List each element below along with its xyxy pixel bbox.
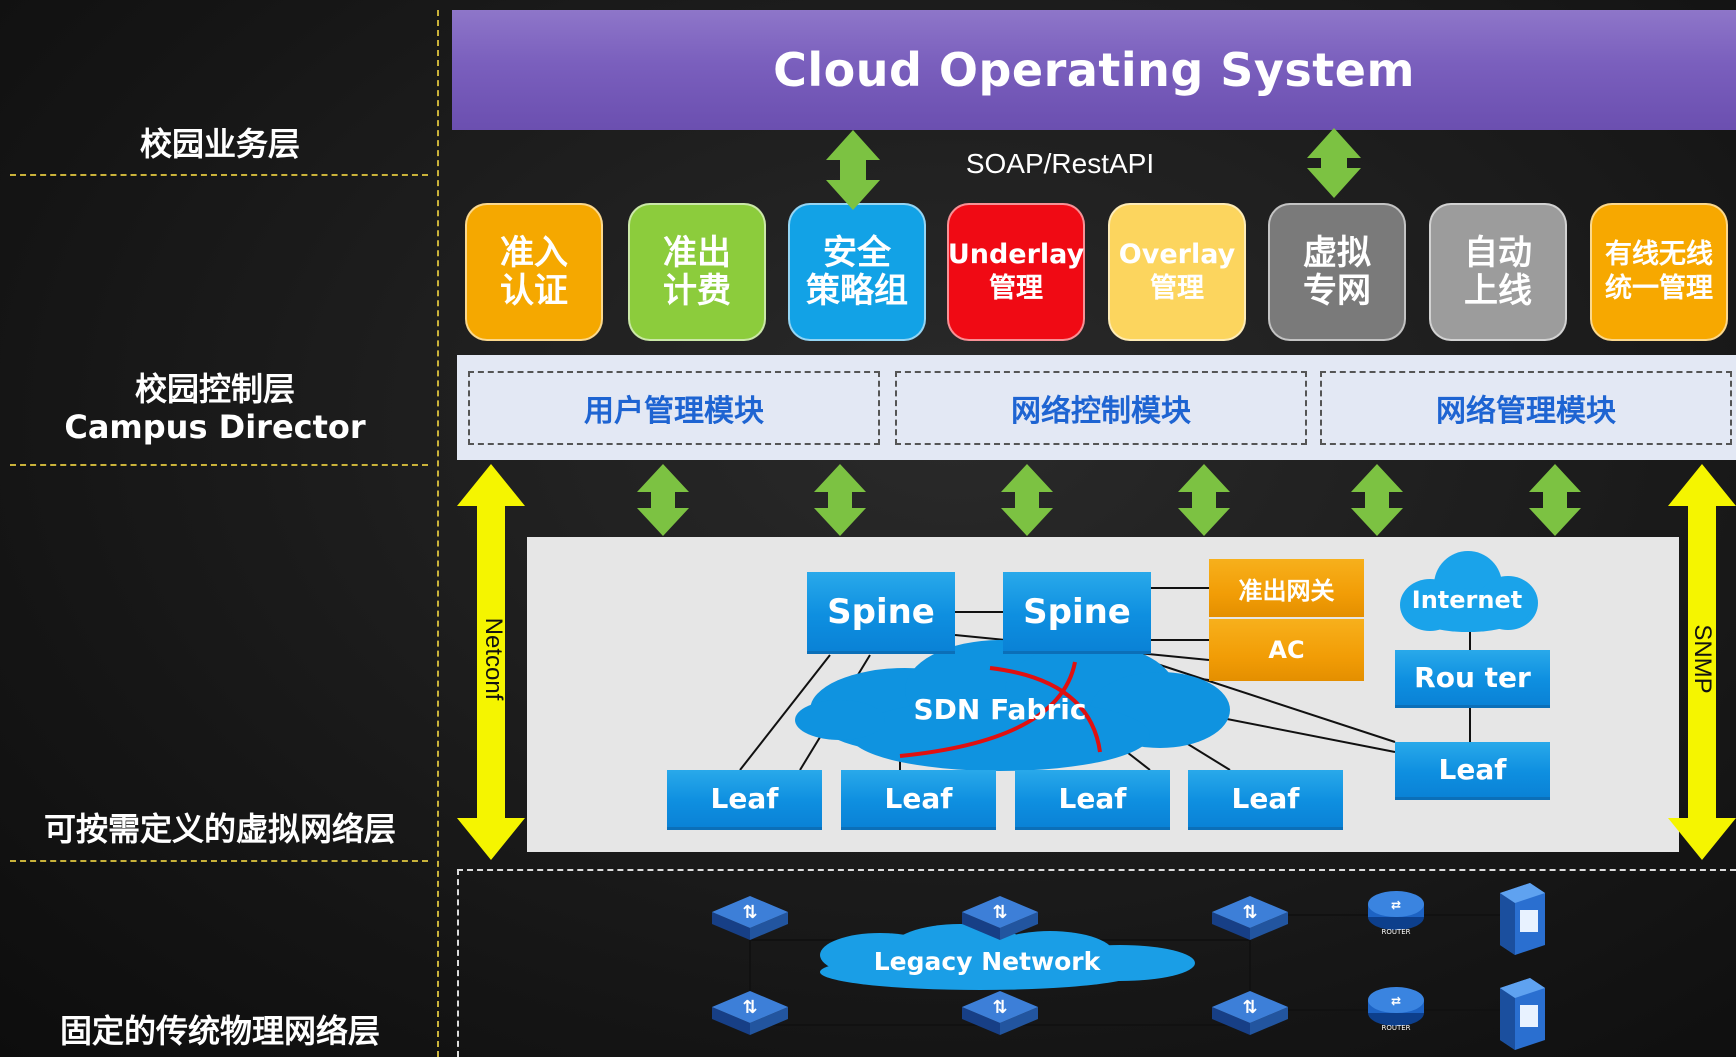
legacy-network-area	[457, 869, 1736, 1057]
legacy-server-bottom	[1500, 978, 1545, 1050]
spine-node-1: Spine	[807, 572, 955, 654]
router-node: Rou ter	[1395, 650, 1550, 708]
module-tile-1: 准入 认证	[465, 203, 603, 341]
snmp-label: SNMP	[1689, 624, 1716, 694]
module-tile-4: Underlay 管理	[947, 203, 1085, 341]
netconf-label: Netconf	[480, 617, 507, 701]
module-tile-5: Overlay 管理	[1108, 203, 1246, 341]
internet-cloud	[1400, 551, 1538, 632]
svg-text:⇄: ⇄	[1391, 898, 1401, 912]
module-tile-2: 准出 计费	[628, 203, 766, 341]
module-tile-6: 虚拟 专网	[1268, 203, 1406, 341]
cloud-os-title: Cloud Operating System	[773, 43, 1415, 97]
legacy-switches: ⇅ ⇅ ⇅ ⇅ ⇅ ⇅	[712, 896, 1288, 1035]
api-arrow-left	[826, 130, 880, 210]
legacy-switch-2: ⇅	[962, 896, 1038, 940]
snmp-arrow	[1668, 464, 1736, 860]
legacy-switch-1: ⇅	[712, 896, 788, 940]
module-tile-3: 安全 策略组	[788, 203, 926, 341]
legacy-server-top	[1500, 883, 1545, 955]
control-module-network-management: 网络管理模块	[1320, 371, 1732, 445]
layer-label-business: 校园业务层	[139, 125, 300, 163]
spine-node-2: Spine	[1003, 572, 1151, 654]
leaf-node-3: Leaf	[1015, 770, 1170, 830]
layer-label-control-en: Campus Director	[64, 408, 366, 446]
leaf-node-4: Leaf	[1188, 770, 1343, 830]
router-caption-bottom: ROUTER	[1381, 1024, 1410, 1032]
legacy-router-top: ⇄ ROUTER	[1368, 891, 1424, 936]
sdn-fabric-overlay	[899, 661, 1102, 758]
egress-gateway: 准出网关	[1209, 559, 1364, 617]
router-caption-top: ROUTER	[1381, 928, 1410, 936]
legacy-router-bottom: ⇄ ROUTER	[1368, 987, 1424, 1032]
module-tile-8: 有线无线 统一管理	[1590, 203, 1728, 341]
control-fabric-arrow-4	[1178, 464, 1230, 536]
control-fabric-arrows	[637, 464, 1581, 536]
control-module-user: 用户管理模块	[468, 371, 880, 445]
legacy-switch-4: ⇅	[712, 991, 788, 1035]
internet-label: Internet	[1412, 586, 1522, 614]
legacy-cloud-label: Legacy Network	[874, 947, 1102, 976]
svg-text:⇅: ⇅	[992, 902, 1007, 923]
legacy-switch-5: ⇅	[962, 991, 1038, 1035]
legacy-switch-6: ⇅	[1212, 991, 1288, 1035]
right-leaf-node: Leaf	[1395, 742, 1550, 800]
api-arrow-right	[1307, 128, 1361, 198]
netconf-arrow	[457, 464, 525, 860]
module-tile-7: 自动 上线	[1429, 203, 1567, 341]
svg-text:⇅: ⇅	[742, 902, 757, 923]
leaf-node-2: Leaf	[841, 770, 996, 830]
layer-label-control: 校园控制层 Campus Director	[40, 370, 390, 446]
sdn-fabric-label: SDN Fabric	[913, 693, 1086, 726]
layer-divider	[10, 464, 428, 466]
cloud-os-banner: Cloud Operating System	[452, 10, 1736, 130]
control-module-network-control: 网络控制模块	[895, 371, 1307, 445]
ac-node: AC	[1209, 619, 1364, 681]
control-fabric-arrow-6	[1529, 464, 1581, 536]
layer-column-divider	[437, 10, 439, 1057]
layer-divider	[10, 860, 428, 862]
layer-label-virtual: 可按需定义的虚拟网络层	[43, 810, 396, 848]
svg-text:⇅: ⇅	[1242, 902, 1257, 923]
svg-text:⇅: ⇅	[1242, 997, 1257, 1018]
control-fabric-arrow-2	[814, 464, 866, 536]
layer-label-control-cn: 校园控制层	[134, 370, 295, 408]
svg-text:⇄: ⇄	[1391, 994, 1401, 1008]
leaf-node-1: Leaf	[667, 770, 822, 830]
layer-divider	[10, 174, 428, 176]
svg-text:⇅: ⇅	[742, 997, 757, 1018]
control-fabric-arrow-3	[1001, 464, 1053, 536]
layer-label-physical: 固定的传统物理网络层	[59, 1012, 380, 1050]
control-fabric-arrow-5	[1351, 464, 1403, 536]
api-label: SOAP/RestAPI	[965, 148, 1155, 179]
control-fabric-arrow-1	[637, 464, 689, 536]
legacy-switch-3: ⇅	[1212, 896, 1288, 940]
svg-text:⇅: ⇅	[992, 997, 1007, 1018]
